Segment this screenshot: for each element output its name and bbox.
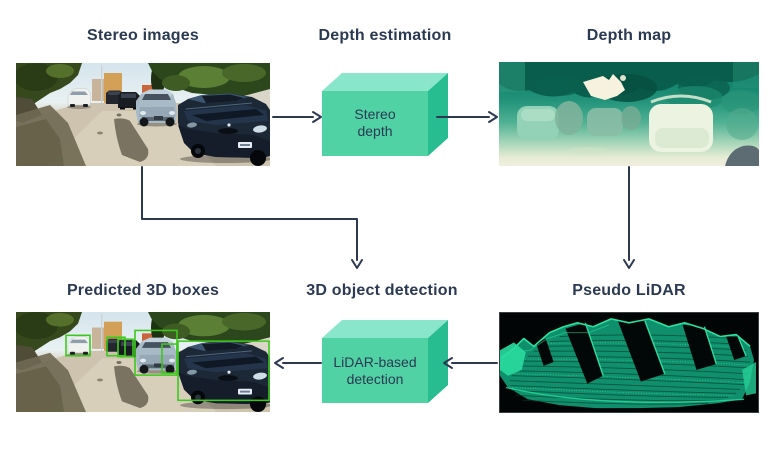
arrow-detection-to-predicted-boxes — [274, 357, 322, 369]
arrow-stereo-to-3d-detection — [141, 166, 363, 269]
pseudo-lidar-art — [500, 318, 757, 409]
lidar-detection-cube-label: LiDAR-based detection — [322, 338, 428, 403]
cube-side-face — [428, 73, 448, 156]
depth-map-image — [499, 62, 759, 166]
cube-front-face — [322, 338, 428, 403]
title-stereo-images: Stereo images — [87, 27, 199, 44]
lidar-detection-cube — [322, 320, 448, 403]
arrow-stereo-to-depth-estimation — [272, 111, 322, 123]
cube-front-face — [322, 91, 428, 156]
cube-side-face — [428, 320, 448, 403]
title-predicted-3d-boxes: Predicted 3D boxes — [66, 282, 220, 299]
depth-map-art — [499, 62, 759, 166]
title-depth-map: Depth map — [586, 27, 672, 44]
stereo-depth-cube-label: Stereo depth — [322, 92, 428, 154]
cube-top-face — [322, 73, 448, 91]
title-depth-estimation: Depth estimation — [318, 27, 452, 44]
arrow-depth-map-to-pseudo-lidar — [623, 166, 635, 269]
stereo-images-photo — [16, 63, 270, 166]
pseudo-lidar-image — [499, 312, 759, 413]
cube-top-face — [322, 320, 448, 338]
cube-label-line: depth — [357, 123, 393, 139]
title-pseudo-lidar: Pseudo LiDAR — [572, 282, 686, 299]
cube-label-line: Stereo — [354, 106, 396, 122]
predicted-3d-boxes-photo — [16, 312, 270, 412]
title-3d-object-detection: 3D object detection — [306, 282, 458, 299]
cube-label-line: LiDAR-based — [333, 353, 417, 370]
cube-label-line: detection — [346, 370, 404, 387]
stereo-depth-cube — [322, 73, 448, 156]
arrow-pseudo-lidar-to-detection — [443, 357, 498, 369]
